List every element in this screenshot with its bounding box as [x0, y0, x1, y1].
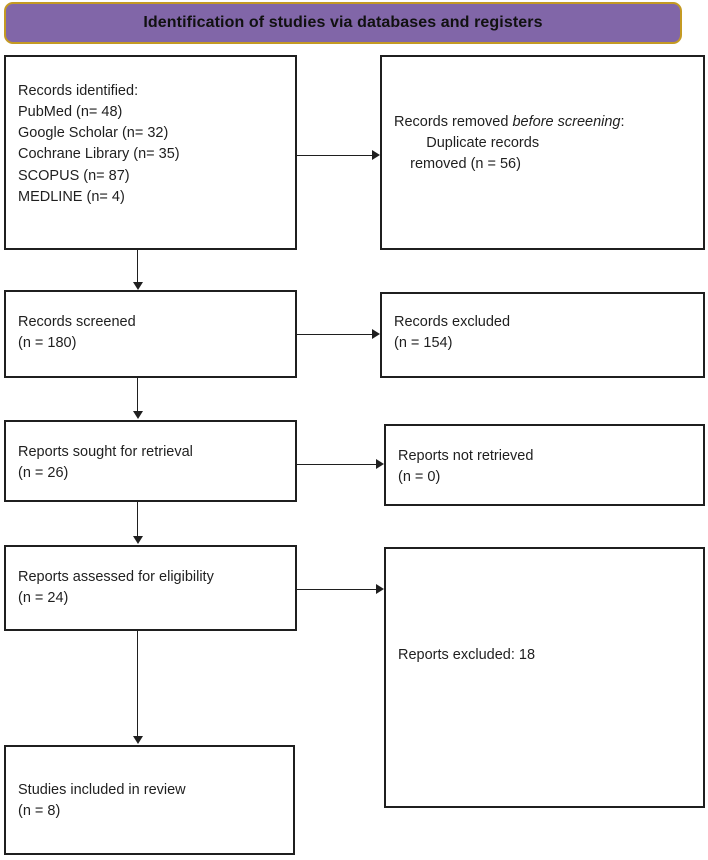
connector-screened-to-excluded-arrowhead [372, 329, 380, 339]
box-records-identified-text: Records identified: PubMed (n= 48) Googl… [18, 83, 180, 205]
box-reports-excluded: Reports excluded: 18 [384, 547, 705, 808]
connector-identified-to-removed-arrowhead [372, 150, 380, 160]
connector-screened-to-sought-arrowhead [133, 411, 143, 419]
box-records-removed-text: Records removed before screening: Duplic… [394, 112, 693, 175]
connector-sought-to-not-retrieved-arrowhead [376, 459, 384, 469]
box-records-identified: Records identified: PubMed (n= 48) Googl… [4, 55, 297, 250]
removed-lead-italic: before screening [512, 114, 621, 130]
box-reports-sought-text: Reports sought for retrieval (n = 26) [18, 444, 193, 482]
box-studies-included-in-review: Studies included in review (n = 8) [4, 745, 295, 855]
connector-screened-to-excluded-line [297, 334, 373, 335]
box-records-screened-text: Records screened (n = 180) [18, 314, 136, 352]
connector-screened-to-sought-line [137, 378, 138, 412]
connector-assessed-to-included-arrowhead [133, 736, 143, 744]
diagram-header-banner: Identification of studies via databases … [4, 2, 682, 44]
connector-assessed-to-reports-excluded-line [297, 589, 377, 590]
box-records-screened: Records screened (n = 180) [4, 290, 297, 378]
connector-assessed-to-reports-excluded-arrowhead [376, 584, 384, 594]
removed-lead-normal: Records removed [394, 114, 513, 130]
connector-identified-to-screened-arrowhead [133, 282, 143, 290]
connector-identified-to-screened-line [137, 250, 138, 283]
box-reports-not-retrieved: Reports not retrieved (n = 0) [384, 424, 705, 506]
box-studies-included-text: Studies included in review (n = 8) [18, 782, 186, 820]
box-reports-not-retrieved-text: Reports not retrieved (n = 0) [398, 448, 534, 486]
connector-sought-to-assessed-arrowhead [133, 536, 143, 544]
diagram-title: Identification of studies via databases … [143, 14, 543, 31]
removed-lead-tail: : [620, 114, 625, 130]
connector-sought-to-assessed-line [137, 502, 138, 537]
connector-identified-to-removed-line [297, 155, 373, 156]
box-records-excluded: Records excluded (n = 154) [380, 292, 705, 378]
box-records-excluded-text: Records excluded (n = 154) [394, 314, 511, 352]
box-reports-sought-for-retrieval: Reports sought for retrieval (n = 26) [4, 420, 297, 502]
connector-sought-to-not-retrieved-line [297, 464, 377, 465]
box-reports-assessed-for-eligibility: Reports assessed for eligibility (n = 24… [4, 545, 297, 631]
removed-detail: Duplicate records removed (n = 56) [410, 135, 540, 173]
box-records-removed-before-screening: Records removed before screening: Duplic… [380, 55, 705, 250]
connector-assessed-to-included-line [137, 631, 138, 737]
box-reports-assessed-text: Reports assessed for eligibility (n = 24… [18, 569, 214, 607]
box-reports-excluded-text: Reports excluded: 18 [398, 647, 536, 663]
